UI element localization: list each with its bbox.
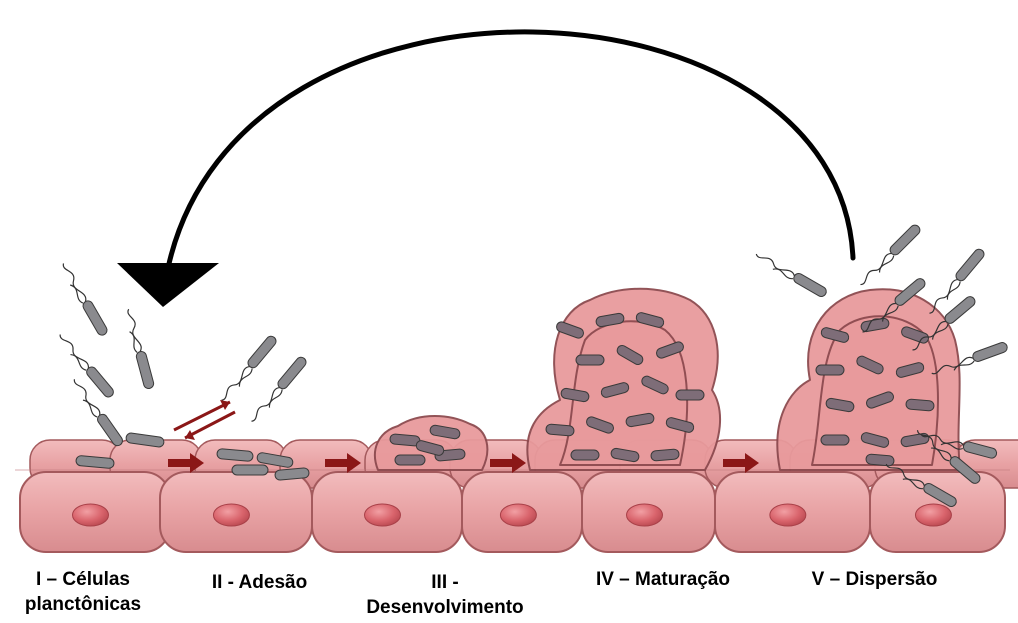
- bacterium-body: [816, 365, 844, 375]
- stage-label-line: planctônicas: [8, 592, 158, 617]
- bacterium-body: [85, 365, 116, 399]
- flagellum-icon: [250, 386, 282, 423]
- reversible-detach-arrow: [185, 412, 235, 438]
- rod-bacterium-icon: [124, 308, 155, 390]
- rod-bacterium-icon: [571, 450, 599, 460]
- bacterium-body: [81, 299, 109, 337]
- flagellum-icon: [70, 284, 83, 304]
- stage-label-line: Desenvolvimento: [340, 595, 550, 620]
- stage-label-line: V – Dispersão: [782, 567, 967, 592]
- bacterium-body: [954, 247, 986, 283]
- rod-bacterium-icon: [906, 399, 935, 411]
- rod-bacterium-icon: [816, 365, 844, 375]
- bacterium-body: [792, 272, 828, 299]
- rod-bacterium-icon: [754, 250, 828, 299]
- rod-bacterium-icon: [576, 355, 604, 365]
- cell-nucleus-icon: [365, 504, 401, 526]
- rod-bacterium-icon: [56, 331, 115, 399]
- reversible-attach-arrow: [174, 402, 230, 430]
- flagellum-icon: [220, 365, 252, 402]
- stage-label-adhesion: II - Adesão: [192, 570, 327, 595]
- rod-bacterium-icon: [232, 465, 268, 475]
- flagellum-icon: [945, 281, 961, 300]
- bacterium-body: [276, 355, 308, 391]
- stage-label-dispersion: V – Dispersão: [782, 567, 967, 592]
- flagellum-icon: [878, 255, 896, 273]
- cycle-arrow: [117, 32, 853, 307]
- rod-bacterium-icon: [218, 334, 278, 403]
- bacterium-body: [651, 449, 680, 461]
- bacterium-body: [135, 350, 154, 389]
- rod-bacterium-icon: [866, 454, 895, 466]
- stage-label-line: IV – Maturação: [568, 567, 758, 592]
- flagellum-icon: [237, 368, 253, 387]
- flagellum-icon: [70, 353, 86, 372]
- bacterium-body: [232, 465, 268, 475]
- curved-return-arrow-icon: [117, 263, 219, 307]
- flagellum-icon: [130, 331, 138, 353]
- bacterium-body: [571, 450, 599, 460]
- bacterium-body: [888, 223, 922, 257]
- rod-bacterium-icon: [390, 434, 421, 447]
- rod-bacterium-icon: [821, 435, 849, 445]
- cell-nucleus-icon: [213, 504, 249, 526]
- cell-nucleus-icon: [627, 504, 663, 526]
- bacterium-body: [943, 295, 977, 326]
- flagellum-icon: [755, 252, 796, 278]
- flagellum-icon: [859, 252, 894, 287]
- bacterium-body: [866, 454, 895, 466]
- rod-bacterium-icon: [546, 424, 575, 436]
- rod-bacterium-icon: [926, 247, 986, 316]
- bacterium-body: [906, 399, 935, 411]
- stage-label-planktonic: I – Células planctônicas: [8, 567, 158, 617]
- rod-bacterium-icon: [395, 455, 425, 465]
- cell-nucleus-icon: [915, 504, 951, 526]
- bacterium-body: [395, 455, 425, 465]
- bacterium-body: [821, 435, 849, 445]
- flagellum-icon: [58, 333, 90, 370]
- bacterium-body: [971, 341, 1008, 363]
- bacterium-body: [246, 334, 278, 370]
- rod-bacterium-icon: [59, 261, 109, 337]
- stage-label-development: III - Desenvolvimento: [340, 570, 550, 620]
- stage-label-line: I – Células: [8, 567, 158, 592]
- bacterium-body: [546, 424, 575, 436]
- bacterium-body: [576, 355, 604, 365]
- stage-label-line: III -: [340, 570, 550, 595]
- flagellum-icon: [83, 398, 98, 418]
- bacterium-body: [676, 390, 704, 400]
- cell-nucleus-icon: [500, 504, 536, 526]
- rod-bacterium-icon: [857, 223, 922, 288]
- flagellum-icon: [62, 262, 88, 303]
- cycle-arrow-curve: [168, 32, 853, 268]
- stage-label-line: II - Adesão: [192, 570, 327, 595]
- cell-nucleus-icon: [73, 504, 109, 526]
- flagellum-icon: [773, 267, 793, 280]
- cell-nucleus-icon: [770, 504, 806, 526]
- rod-bacterium-icon: [676, 390, 704, 400]
- bacterium-body: [390, 434, 421, 447]
- stage-label-maturation: IV – Maturação: [568, 567, 758, 592]
- rod-bacterium-icon: [651, 449, 680, 461]
- flagellum-icon: [267, 389, 283, 408]
